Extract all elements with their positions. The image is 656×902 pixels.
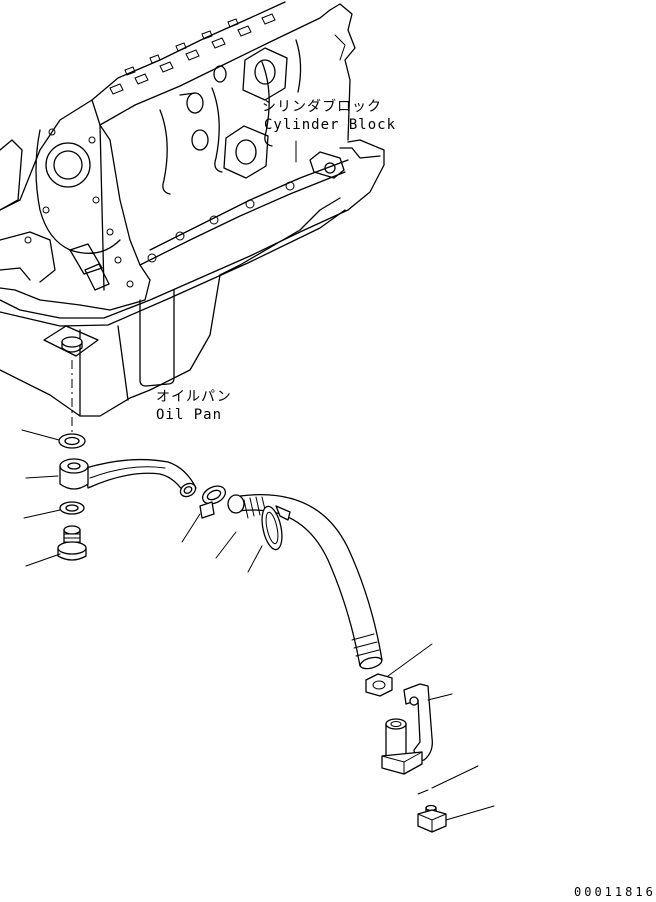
connector-leader: [445, 805, 495, 821]
connector: [417, 804, 495, 833]
washer-lower: [23, 501, 85, 519]
cylinder-block-label-en: Cylinder Block: [264, 117, 396, 133]
banjo-leader: [25, 475, 59, 479]
oil-pan-label-en: Oil Pan: [156, 407, 222, 423]
oil-pan-label-jp: オイルパン: [156, 389, 232, 405]
oil-pan-label: オイルパン Oil Pan: [156, 389, 232, 423]
banjo-bolt: [25, 525, 87, 567]
hose-clamp-leader: [181, 513, 201, 543]
oil-tube: [227, 494, 383, 670]
bracket-leader: [427, 693, 453, 701]
cylinder-block-label: シリンダブロック Cylinder Block: [262, 98, 396, 163]
washer-upper-leader: [21, 429, 60, 441]
o-ring-leader: [431, 765, 479, 789]
cylinder-block: [0, 1, 356, 311]
tube-leader: [215, 531, 237, 559]
oil-pan: [0, 139, 385, 417]
drawing-code: 00011816: [574, 885, 656, 899]
washer-upper: [21, 429, 86, 449]
cylinder-block-label-jp: シリンダブロック: [262, 98, 382, 115]
hose-clamp: [181, 485, 227, 543]
washer-lower-leader: [23, 509, 61, 519]
hex-nut: [365, 643, 433, 697]
tube-bracket: [403, 683, 453, 763]
tube-grommet: [215, 505, 291, 573]
tube-adapter: [381, 718, 423, 775]
o-ring: [417, 765, 479, 795]
banjo-hose: [25, 458, 197, 498]
hex-nut-leader: [387, 643, 433, 677]
tube-grommet-leader: [247, 545, 263, 573]
banjo-bolt-leader: [25, 553, 61, 567]
